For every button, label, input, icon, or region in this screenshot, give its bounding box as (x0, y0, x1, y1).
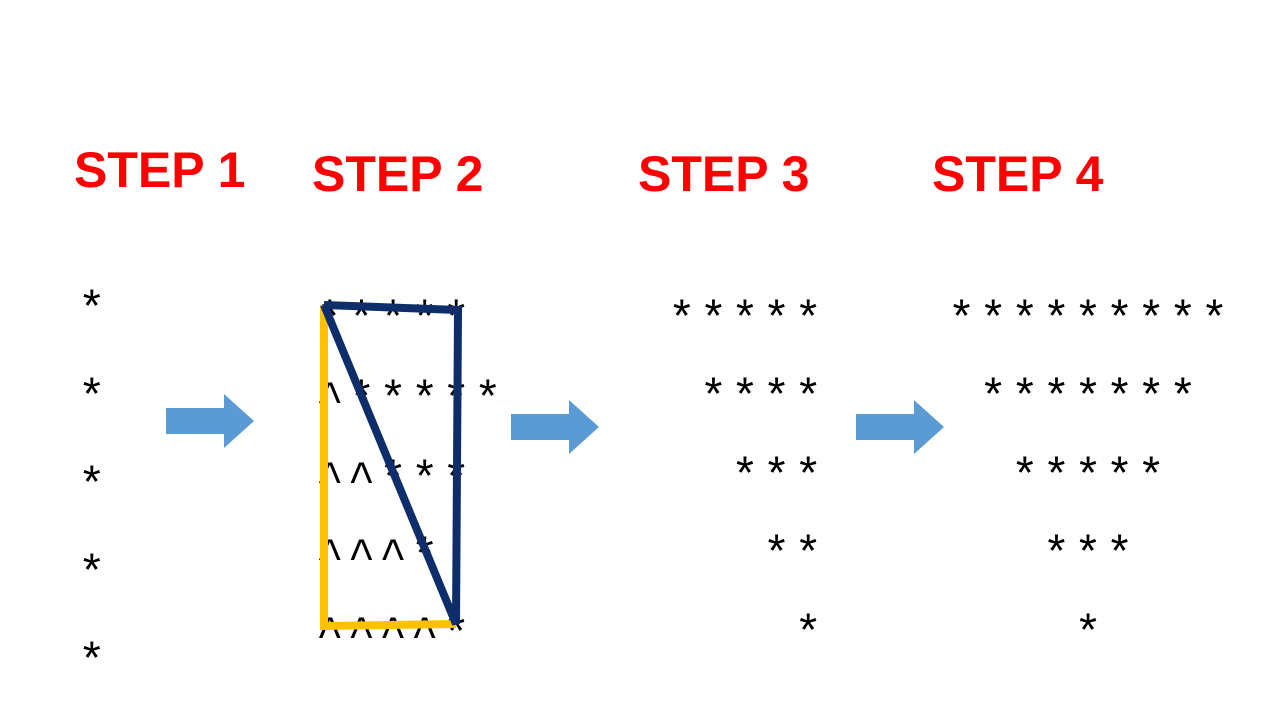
step-3-title: STEP 3 (638, 146, 810, 202)
arrow-step2-to-step3-icon (511, 400, 599, 454)
step-4-line: ********* (947, 295, 1233, 347)
step-4-line: *** (1042, 530, 1138, 582)
step-3-line: ** (762, 530, 826, 582)
step-4-line: * (1074, 609, 1106, 661)
step-3-line: ***** (667, 295, 826, 347)
step-1-title: STEP 1 (74, 142, 246, 198)
step-1-line: * (78, 637, 110, 689)
step-1-line: * (78, 461, 110, 513)
step-3-line: * (794, 609, 826, 661)
arrow-shape (856, 400, 944, 454)
step-1-line: * (78, 373, 110, 425)
step-2-line: ^^^* (316, 532, 443, 584)
arrow-shape (166, 394, 254, 448)
step-1-line: * (78, 549, 110, 601)
step-3-line: **** (699, 373, 826, 425)
step-4-line: ******* (979, 373, 1201, 425)
step-4-line: ***** (1010, 452, 1170, 504)
navy-triangle-outline (320, 301, 463, 626)
step-1-line: * (78, 285, 110, 337)
yellow-triangle-outline (320, 305, 457, 631)
step-2-title: STEP 2 (312, 146, 484, 202)
arrow-shape (511, 400, 599, 454)
arrow-step1-to-step2-icon (166, 394, 254, 448)
step-3-line: *** (731, 452, 826, 504)
step-2-line: ^***** (316, 375, 506, 427)
step-4-title: STEP 4 (932, 146, 1104, 202)
arrow-step3-to-step4-icon (856, 400, 944, 454)
